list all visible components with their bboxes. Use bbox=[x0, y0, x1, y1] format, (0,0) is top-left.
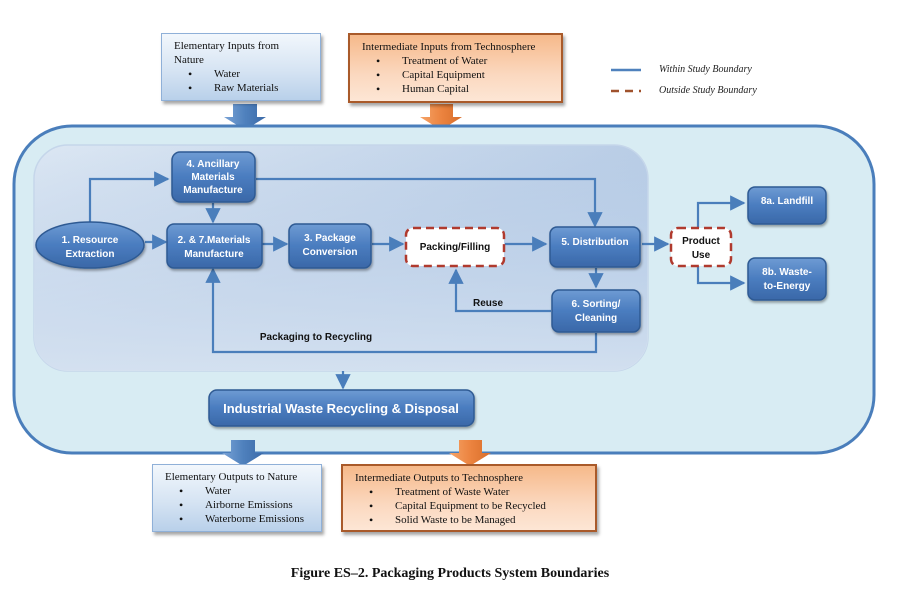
elementary-input-item: Water bbox=[174, 67, 310, 81]
node-landfill: 8a. Landfill bbox=[747, 186, 827, 225]
intermediate-output-item: Treatment of Waste Water bbox=[355, 485, 585, 499]
node-package-conversion-label-1: 3. Package bbox=[304, 233, 356, 244]
node-product-use: Product Use bbox=[669, 226, 733, 268]
intermediate-output-item: Solid Waste to be Managed bbox=[355, 513, 585, 527]
elementary-output-item: Water bbox=[165, 484, 311, 498]
intermediate-inputs-title: Intermediate Inputs from Technosphere bbox=[362, 41, 536, 53]
node-industrial-waste: Industrial Waste Recycling & Disposal bbox=[208, 389, 475, 427]
node-materials-manufacture: 2. & 7.Materials Manufacture bbox=[166, 223, 263, 269]
figure-caption: Figure ES–2. Packaging Products System B… bbox=[290, 566, 610, 581]
node-resource-extraction-label-1: 1. Resource bbox=[62, 235, 119, 246]
intermediate-outputs-list: Treatment of Waste Water Capital Equipme… bbox=[355, 485, 585, 527]
edge-label-packaging-to-recycling: Packaging to Recycling bbox=[260, 332, 372, 343]
legend-outside-label: Outside Study Boundary bbox=[659, 85, 757, 96]
elementary-outputs-title: Elementary Outputs to Nature bbox=[165, 471, 298, 483]
intermediate-outputs-box: Intermediate Outputs to Technosphere Tre… bbox=[341, 464, 597, 532]
elementary-input-item: Raw Materials bbox=[174, 81, 310, 95]
node-resource-extraction: 1. Resource Extraction bbox=[35, 221, 145, 269]
node-landfill-label: 8a. Landfill bbox=[761, 196, 813, 207]
node-wte-label-1: 8b. Waste- bbox=[762, 267, 812, 278]
node-package-conversion: 3. Package Conversion bbox=[288, 223, 372, 269]
node-ancillary-materials: 4. Ancillary Materials Manufacture bbox=[171, 151, 256, 203]
intermediate-input-item: Treatment of Water bbox=[362, 54, 551, 68]
elementary-inputs-list: Water Raw Materials bbox=[174, 67, 310, 95]
output-arrow-nature bbox=[222, 440, 264, 466]
output-arrow-technosphere bbox=[449, 440, 491, 466]
edge-product-use-to-wte bbox=[696, 265, 746, 291]
node-distribution: 5. Distribution bbox=[549, 226, 641, 268]
node-sorting-cleaning: 6. Sorting/ Cleaning bbox=[551, 289, 641, 333]
node-resource-extraction-label-2: Extraction bbox=[66, 249, 115, 260]
node-product-use-label-2: Use bbox=[692, 250, 711, 261]
node-packing-filling-label: Packing/Filling bbox=[420, 242, 491, 253]
node-sorting-label-1: 6. Sorting/ bbox=[572, 299, 621, 310]
intermediate-input-item: Capital Equipment bbox=[362, 68, 551, 82]
intermediate-input-item: Human Capital bbox=[362, 82, 551, 96]
edge-resource-to-ancillary bbox=[88, 171, 170, 224]
input-arrow-nature bbox=[224, 104, 266, 130]
node-industrial-waste-label: Industrial Waste Recycling & Disposal bbox=[223, 401, 459, 416]
intermediate-output-item: Capital Equipment to be Recycled bbox=[355, 499, 585, 513]
node-packing-filling: Packing/Filling bbox=[404, 226, 506, 268]
node-ancillary-label-3: Manufacture bbox=[183, 185, 243, 196]
flow-connectors bbox=[88, 171, 746, 390]
node-materials-label-1: 2. & 7.Materials bbox=[178, 235, 251, 246]
node-product-use-label-1: Product bbox=[682, 236, 720, 247]
intermediate-outputs-title: Intermediate Outputs to Technosphere bbox=[355, 472, 523, 484]
elementary-outputs-list: Water Airborne Emissions Waterborne Emis… bbox=[165, 484, 311, 526]
edge-reuse bbox=[448, 268, 551, 313]
elementary-outputs-box: Elementary Outputs to Nature Water Airbo… bbox=[152, 464, 322, 532]
edge-packaging-to-recycling bbox=[205, 267, 598, 354]
node-distribution-label: 5. Distribution bbox=[561, 237, 628, 248]
node-ancillary-label-1: 4. Ancillary bbox=[187, 159, 240, 170]
intermediate-inputs-list: Treatment of Water Capital Equipment Hum… bbox=[362, 54, 551, 96]
intermediate-inputs-box: Intermediate Inputs from Technosphere Tr… bbox=[348, 33, 563, 103]
edge-product-use-to-landfill bbox=[696, 195, 746, 228]
input-arrow-technosphere bbox=[420, 104, 462, 130]
elementary-inputs-title: Elementary Inputs from Nature bbox=[174, 40, 280, 66]
node-sorting-label-2: Cleaning bbox=[575, 313, 617, 324]
edge-label-reuse: Reuse bbox=[473, 298, 503, 309]
edge-ancillary-to-distribution bbox=[256, 177, 603, 228]
elementary-inputs-box: Elementary Inputs from Nature Water Raw … bbox=[161, 33, 321, 101]
elementary-output-item: Airborne Emissions bbox=[165, 498, 311, 512]
node-package-conversion-label-2: Conversion bbox=[302, 247, 357, 258]
elementary-output-item: Waterborne Emissions bbox=[165, 512, 311, 526]
node-wte-label-2: to-Energy bbox=[764, 281, 811, 292]
node-ancillary-label-2: Materials bbox=[191, 172, 235, 183]
node-waste-to-energy: 8b. Waste- to-Energy bbox=[747, 257, 827, 301]
legend-within-label: Within Study Boundary bbox=[659, 64, 752, 75]
node-materials-label-2: Manufacture bbox=[184, 249, 244, 260]
